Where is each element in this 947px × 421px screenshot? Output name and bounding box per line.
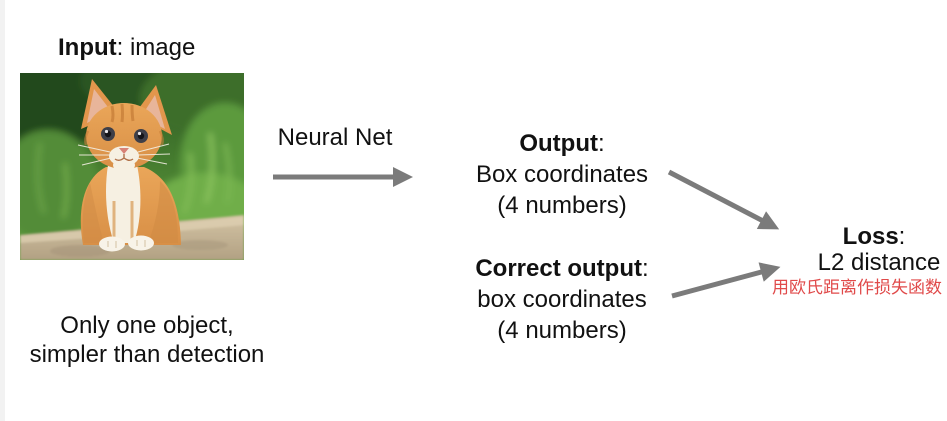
loss-title: Loss: [843, 224, 906, 250]
input-label-bold: Input [58, 34, 117, 61]
output-title-rest: : [597, 130, 605, 157]
output-title-bold: Output [519, 130, 598, 157]
bottom-note-line1: Only one object, [60, 312, 234, 339]
output-line2: Box coordinates [475, 161, 649, 188]
correct-output-title-bold: Correct output [475, 255, 642, 282]
correct-output-line2: box coordinates [477, 286, 647, 313]
kitten-photo [20, 73, 244, 260]
loss-annotation-cn: 用欧氏距离作损失函数 [772, 278, 942, 298]
output-block: Output: Box coordinates (4 numbers) [476, 128, 648, 221]
correct-to-loss-arrow [671, 262, 781, 299]
output-title: Output: [476, 128, 648, 159]
neural-net-label: Neural Net [277, 124, 393, 151]
bottom-note: Only one object, simpler than detection [30, 311, 265, 369]
input-label-rest: : image [116, 34, 196, 61]
left-edge-strip [0, 0, 5, 421]
loss-line2: L2 distance [817, 249, 941, 276]
input-label: Input: image [58, 35, 195, 61]
correct-output-line3: (4 numbers) [497, 317, 627, 344]
correct-output-title: Correct output: [475, 253, 648, 284]
correct-output-block: Correct output: box coordinates (4 numbe… [475, 253, 648, 346]
output-to-loss-arrow [667, 169, 780, 230]
loss-title-bold: Loss [842, 223, 899, 250]
output-line3: (4 numbers) [497, 192, 627, 219]
loss-title-rest: : [898, 223, 906, 250]
kitten [77, 79, 181, 252]
bottom-note-line2: simpler than detection [29, 341, 265, 368]
correct-output-title-rest: : [641, 255, 649, 282]
